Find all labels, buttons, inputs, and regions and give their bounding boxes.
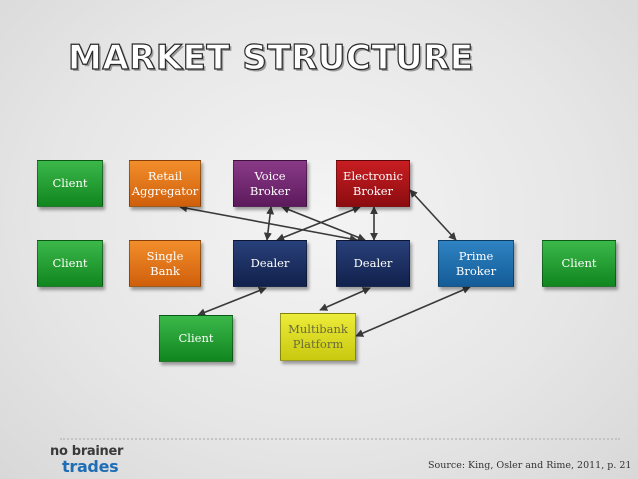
client-node: Client (542, 240, 616, 287)
single-bank-label: Single Bank (146, 248, 184, 278)
client-label: Client (178, 331, 214, 345)
arrow-dealer-left-client-bottom (197, 286, 267, 317)
prime-broker-label: Prime Broker (455, 248, 497, 278)
arrow-voice-dealer-left (263, 206, 275, 241)
retail-aggregator-node: Retail Aggregator (129, 160, 201, 207)
page-title: MARKET STRUCTURE (67, 37, 474, 78)
dealer-label: Dealer (250, 256, 290, 270)
logo-line1: no brainer (50, 444, 124, 459)
electronic-broker-node: Electronic Broker (336, 160, 410, 207)
retail-aggregator-label: Retail Aggregator (131, 168, 199, 198)
client-node: Client (37, 240, 103, 287)
electronic-broker-label: Electronic Broker (343, 168, 403, 198)
dealer-node: Dealer (233, 240, 307, 287)
prime-broker-node: Prime Broker (438, 240, 514, 287)
arrow-prime-multibank (355, 286, 471, 337)
multibank-platform-label: Multibank Platform (288, 322, 348, 351)
arrow-dealer-right-multibank (319, 287, 371, 311)
arrow-electronic-prime (409, 189, 457, 241)
client-label: Client (561, 256, 597, 270)
client-label: Client (52, 256, 88, 270)
client-label: Client (52, 176, 88, 190)
dealer-node: Dealer (336, 240, 410, 287)
voice-broker-label: Voice Broker (249, 168, 291, 198)
footer-divider (60, 438, 620, 440)
source-citation: Source: King, Osler and Rime, 2011, p. 2… (428, 460, 632, 471)
arrow-electronic-dealer-left (276, 205, 361, 242)
dealer-label: Dealer (353, 256, 393, 270)
arrow-voice-dealer-right (281, 205, 366, 242)
single-bank-node: Single Bank (129, 240, 201, 287)
client-node: Client (159, 315, 233, 362)
voice-broker-node: Voice Broker (233, 160, 307, 207)
logo-line2: trades (62, 457, 119, 476)
multibank-platform-node: Multibank Platform (280, 313, 356, 361)
client-node: Client (37, 160, 103, 207)
